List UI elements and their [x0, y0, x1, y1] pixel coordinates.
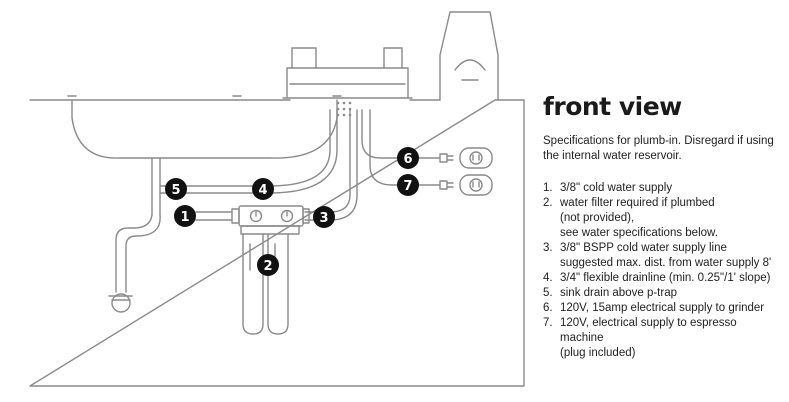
spec-item-number: 5.	[543, 287, 553, 299]
callout-7: 7	[397, 174, 419, 196]
spec-item-line: 120V, 15amp electrical supply to grinder	[560, 302, 765, 314]
spec-item: 4. 3/4" flexible drainline (min. 0.25"/1'…	[543, 271, 783, 286]
spec-item-line: (plug included)	[560, 347, 636, 359]
cold-water-supply	[195, 211, 233, 221]
spec-item: 2. water filter required if plumbed (not p…	[543, 196, 783, 241]
callout-4-label: 4	[258, 183, 267, 198]
spec-item-text: water filter required if plumbed (not pro…	[560, 196, 783, 241]
spec-item-text: 3/8" cold water supply	[560, 181, 783, 196]
spec-item-line: 120V, electrical supply to espresso mach…	[560, 317, 737, 344]
drainline	[159, 109, 338, 194]
spec-item-number: 4.	[543, 272, 553, 284]
spec-item-number: 3.	[543, 242, 553, 254]
supply-line	[304, 109, 358, 221]
callout-2: 2	[257, 254, 279, 276]
outlet-grinder	[459, 147, 493, 169]
spec-item: 3. 3/8" BSPP cold water supply line sugges…	[543, 241, 783, 271]
callout-1-label: 1	[180, 210, 189, 225]
outlet-machine	[459, 174, 493, 196]
filter-head	[238, 205, 304, 227]
grinder-power-cord	[361, 109, 441, 159]
machine-power-cord	[369, 109, 441, 186]
spec-item-text: 3/8" BSPP cold water supply line suggeste…	[560, 241, 783, 271]
callout-6-label: 6	[403, 152, 412, 167]
callout-1: 1	[174, 205, 196, 227]
spec-item: 1. 3/8" cold water supply	[543, 181, 783, 196]
callout-7-label: 7	[403, 179, 412, 194]
spec-item-line: 3/4" flexible drainline (min. 0.25"/1' s…	[560, 272, 771, 284]
intro-text: Specifications for plumb-in. Disregard i…	[543, 135, 774, 162]
spec-item-text: 3/4" flexible drainline (min. 0.25"/1' s…	[560, 271, 783, 286]
filter-cartridges	[242, 233, 289, 335]
callout-4: 4	[252, 178, 274, 200]
spec-item-line: sink drain above p-trap	[560, 287, 677, 299]
spec-list: 1. 3/8" cold water supply 2. water filter r…	[543, 181, 783, 361]
spec-item-number: 1.	[543, 182, 553, 194]
sink-basin	[71, 99, 338, 159]
spec-item: 7. 120V, electrical supply to espresso ma…	[543, 316, 783, 361]
sink-drain-pipe	[151, 157, 161, 216]
espresso-machine	[282, 67, 413, 99]
spec-item: 5. sink drain above p-trap	[543, 286, 783, 301]
callout-6: 6	[397, 147, 419, 169]
spec-item-line: (not provided),	[560, 212, 635, 224]
spec-item-line: 3/8" cold water supply	[560, 182, 673, 194]
spec-item-text: 120V, 15amp electrical supply to grinder	[560, 301, 783, 316]
callout-2-label: 2	[263, 259, 272, 274]
spec-item-text: sink drain above p-trap	[560, 286, 783, 301]
callout-3: 3	[313, 206, 335, 228]
grinder	[439, 11, 499, 101]
spec-item-number: 6.	[543, 302, 553, 314]
page-title: front view	[543, 92, 682, 121]
spec-item-number: 7.	[543, 317, 553, 329]
callout-5-label: 5	[171, 183, 180, 198]
spec-item-line: suggested max. dist. from water supply 8…	[560, 257, 772, 269]
callout-3-label: 3	[319, 211, 328, 226]
spec-item-number: 2.	[543, 197, 553, 209]
callout-5: 5	[165, 178, 187, 200]
spec-item: 6. 120V, 15amp electrical supply to grind…	[543, 301, 783, 316]
spec-item-line: 3/8" BSPP cold water supply line	[560, 242, 727, 254]
spec-item-line: see water specifications below.	[560, 227, 718, 239]
spec-item-text: 120V, electrical supply to espresso mach…	[560, 316, 783, 361]
cabinet-outline	[29, 99, 525, 387]
spec-item-line: water filter required if plumbed	[560, 197, 715, 209]
